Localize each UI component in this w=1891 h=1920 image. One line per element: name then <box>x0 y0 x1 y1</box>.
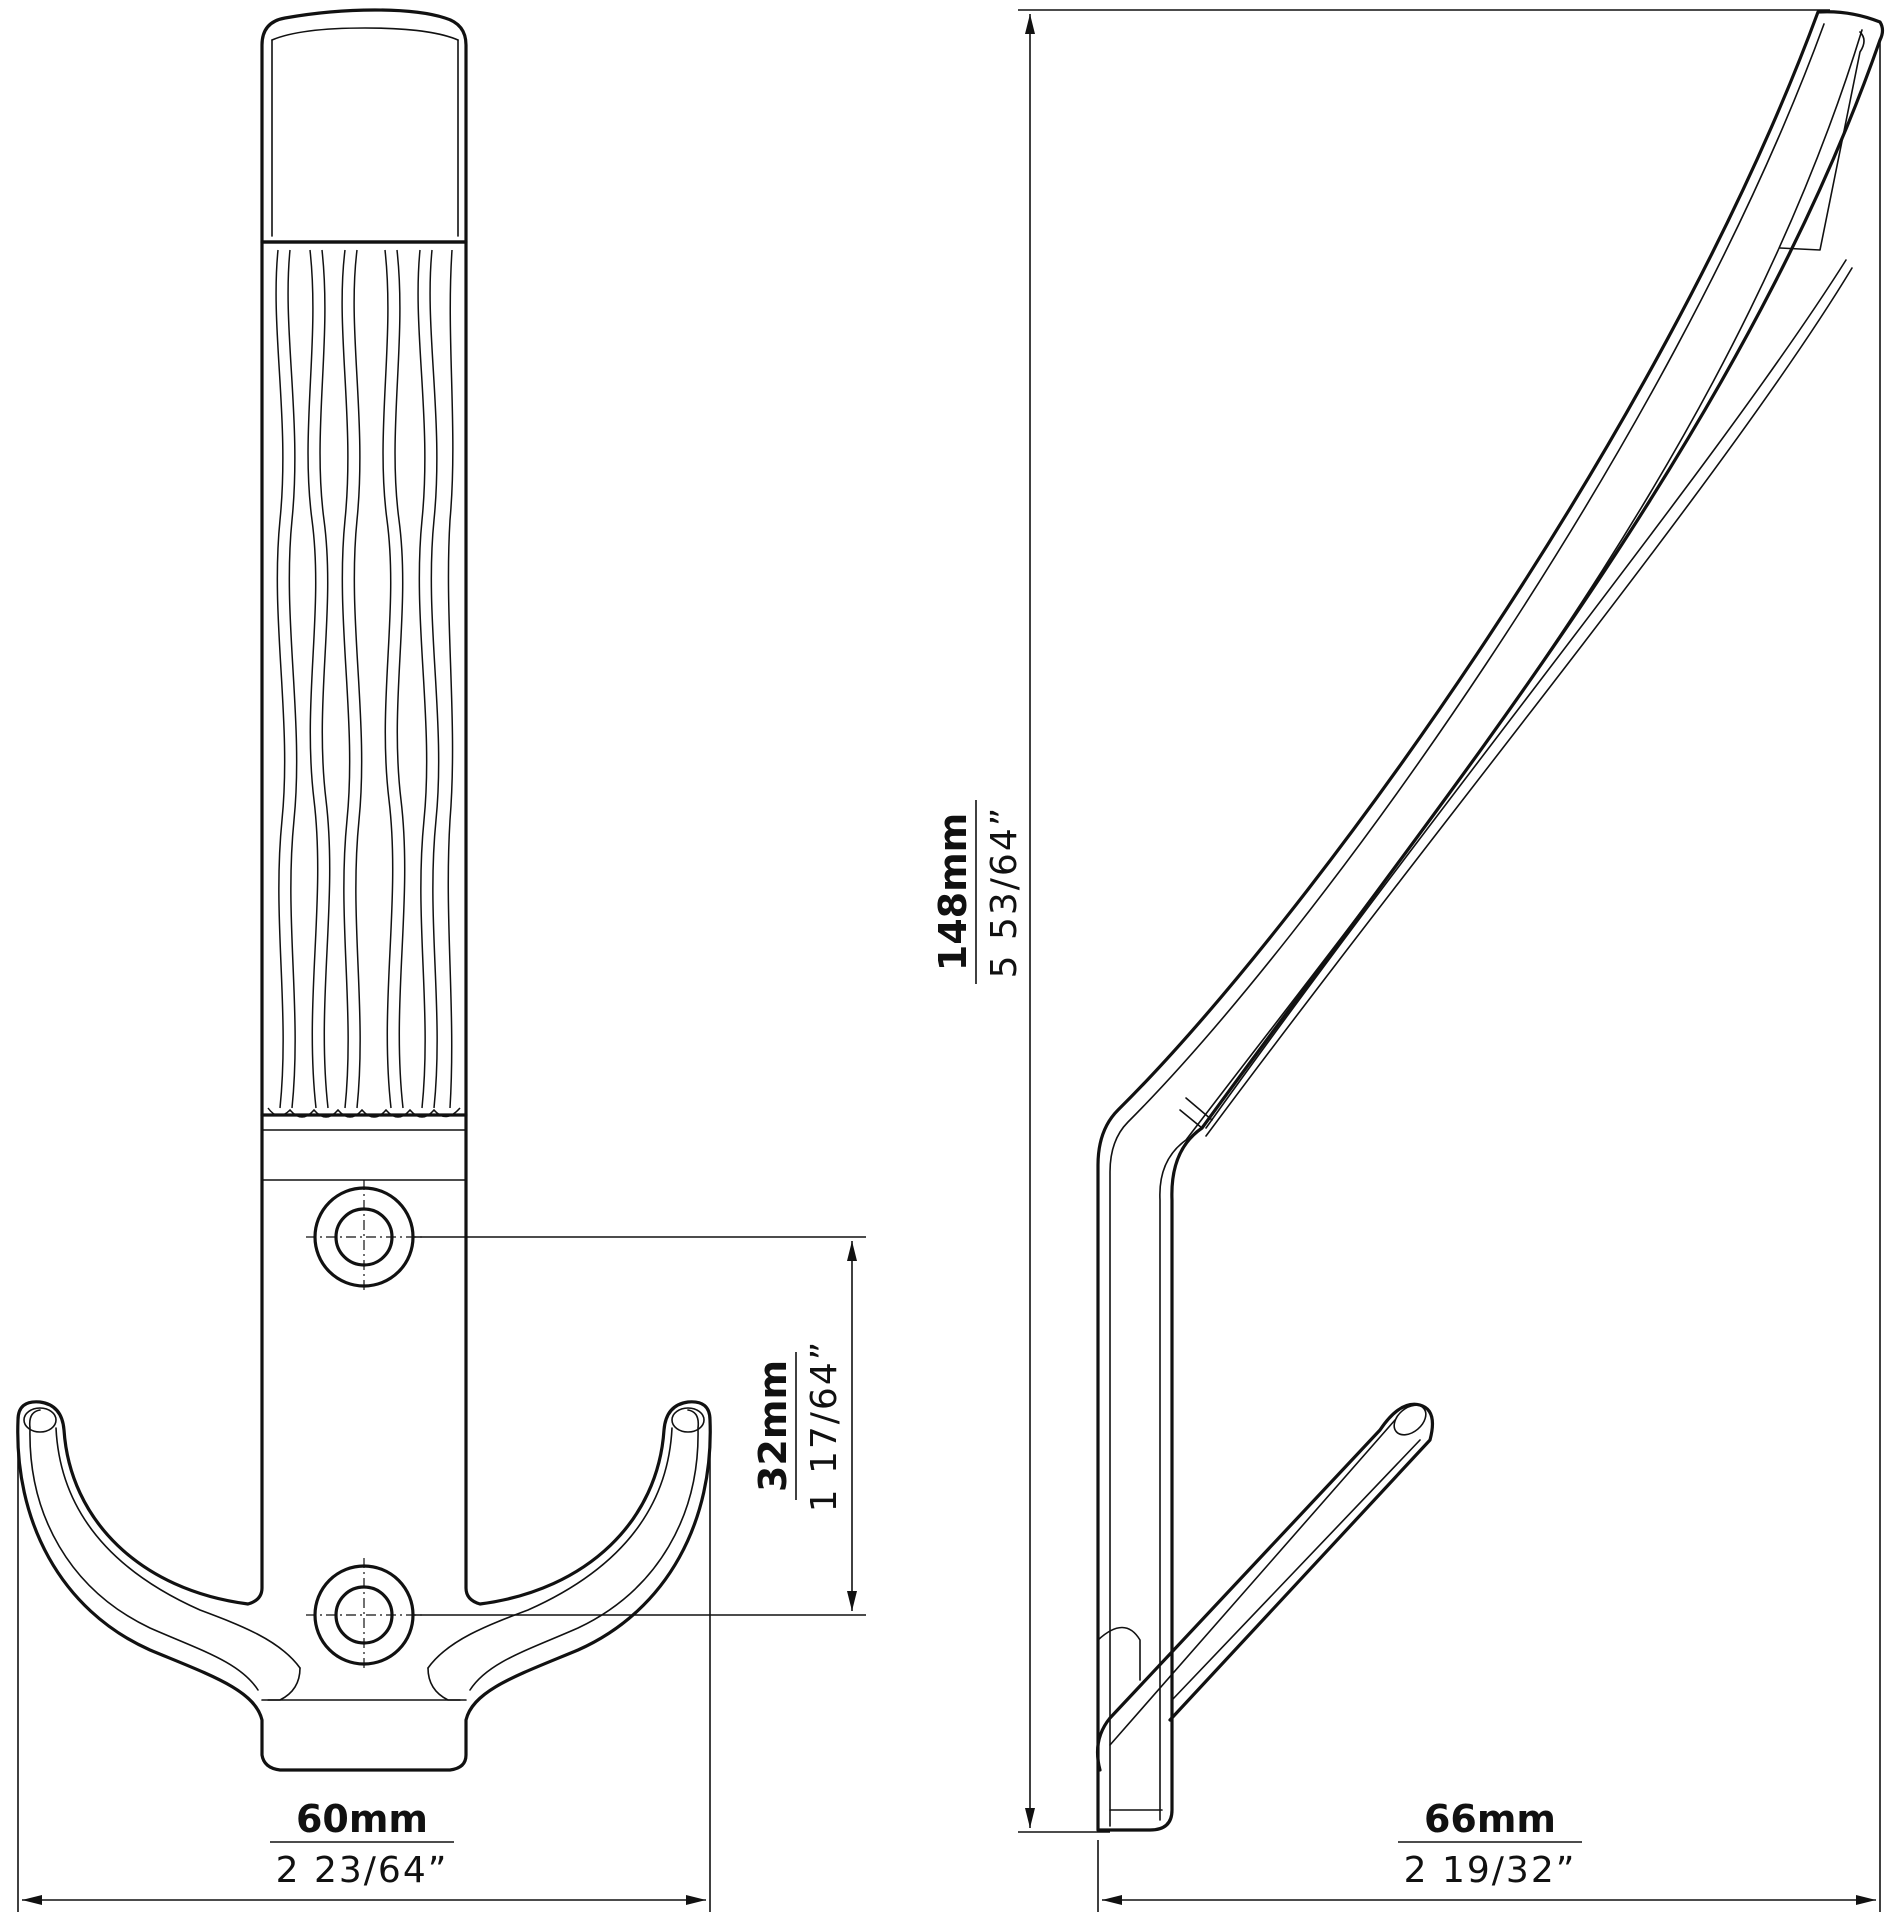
side-lower-hook <box>1096 1402 1434 1772</box>
height-mm-label: 148mm <box>931 813 975 972</box>
width-inch-label: 2 23/64” <box>276 1850 449 1891</box>
spacing-mm-label: 32mm <box>751 1360 795 1492</box>
top-cap <box>260 8 468 244</box>
screw-hole-bottom <box>306 1558 422 1672</box>
dimension-height: 148mm 5 53/64” <box>931 9 1830 1833</box>
height-inch-label: 5 53/64” <box>984 806 1025 979</box>
depth-mm-label: 66mm <box>1424 1797 1556 1841</box>
dimension-front-width: 60mm 2 23/64” <box>17 1430 711 1912</box>
side-view <box>1096 10 1885 1832</box>
front-view <box>16 8 712 1772</box>
width-mm-label: 60mm <box>296 1797 428 1841</box>
screw-hole-top <box>306 1180 422 1294</box>
dimension-hole-spacing: 32mm 1 17/64” <box>413 1236 866 1616</box>
wavy-texture <box>267 249 461 1118</box>
depth-inch-label: 2 19/32” <box>1404 1850 1577 1891</box>
side-profile <box>1096 10 1885 1832</box>
dimension-side-depth: 66mm 2 19/32” <box>1097 40 1881 1912</box>
spacing-inch-label: 1 17/64” <box>804 1340 845 1513</box>
double-hook-body <box>16 1113 712 1772</box>
